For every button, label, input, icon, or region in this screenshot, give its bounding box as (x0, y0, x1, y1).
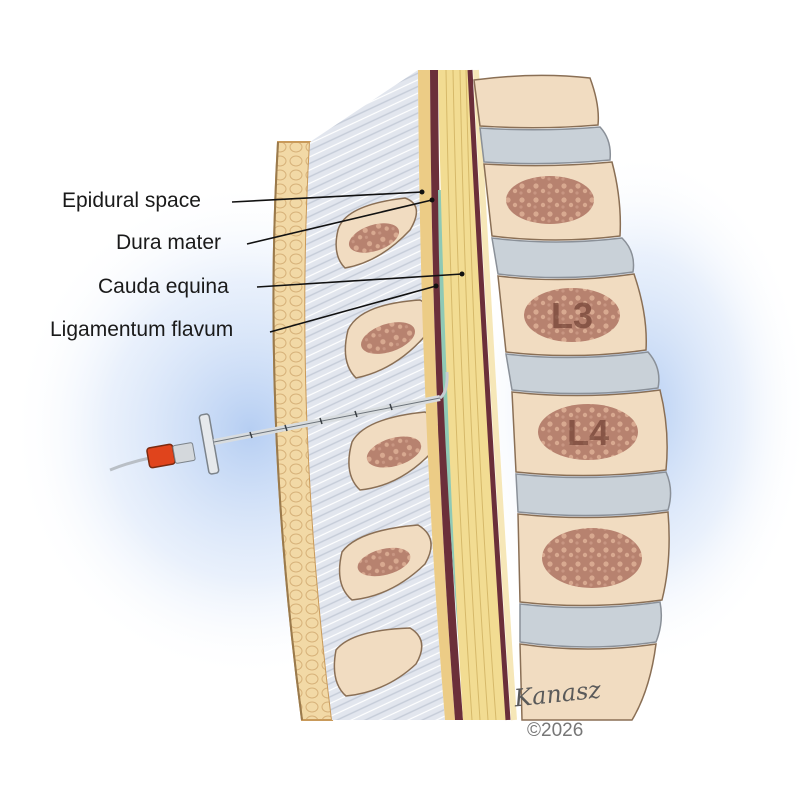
epidural-fat-strip (418, 70, 455, 720)
label-ligamentum-flavum: Ligamentum flavum (50, 318, 234, 341)
leader-dura (246, 199, 433, 245)
vertebra-label-l3: L3 (551, 295, 593, 336)
label-cauda-equina: Cauda equina (98, 275, 229, 298)
leader-epidural (231, 191, 423, 203)
needle-hub (146, 443, 176, 469)
posterior-longitudinal-ligament (473, 69, 517, 721)
copyright-notice: ©2026 (527, 720, 584, 741)
leader-lines (231, 191, 463, 333)
disc-l3-l4 (505, 351, 660, 395)
needle-wings (198, 413, 220, 475)
epidural-catheter (438, 371, 449, 400)
disc-l1-l2 (479, 126, 612, 165)
disc-l5-s1 (519, 601, 663, 648)
disc-l2-l3 (491, 237, 635, 279)
vertebral-body-l1 (473, 74, 600, 129)
spinal-needle (109, 371, 449, 475)
label-dura-mater: Dura mater (116, 231, 222, 254)
cauda-equina (438, 70, 508, 720)
vertebral-column (473, 74, 672, 721)
dura-mater-layer (430, 70, 463, 720)
leader-cauda (256, 273, 463, 288)
leader-ligament (269, 285, 437, 333)
spinous-processes (333, 197, 440, 697)
vertebra-label-l4: L4 (567, 412, 609, 453)
skin-edge (272, 141, 303, 721)
anterior-dura (467, 69, 511, 721)
sacrum (519, 643, 657, 721)
needle-tubing (109, 456, 151, 472)
disc-l4-l5 (515, 471, 672, 517)
label-epidural-space: Epidural space (62, 189, 201, 212)
cauda-equina-fibers (445, 69, 497, 721)
leader-dots (419, 189, 465, 289)
